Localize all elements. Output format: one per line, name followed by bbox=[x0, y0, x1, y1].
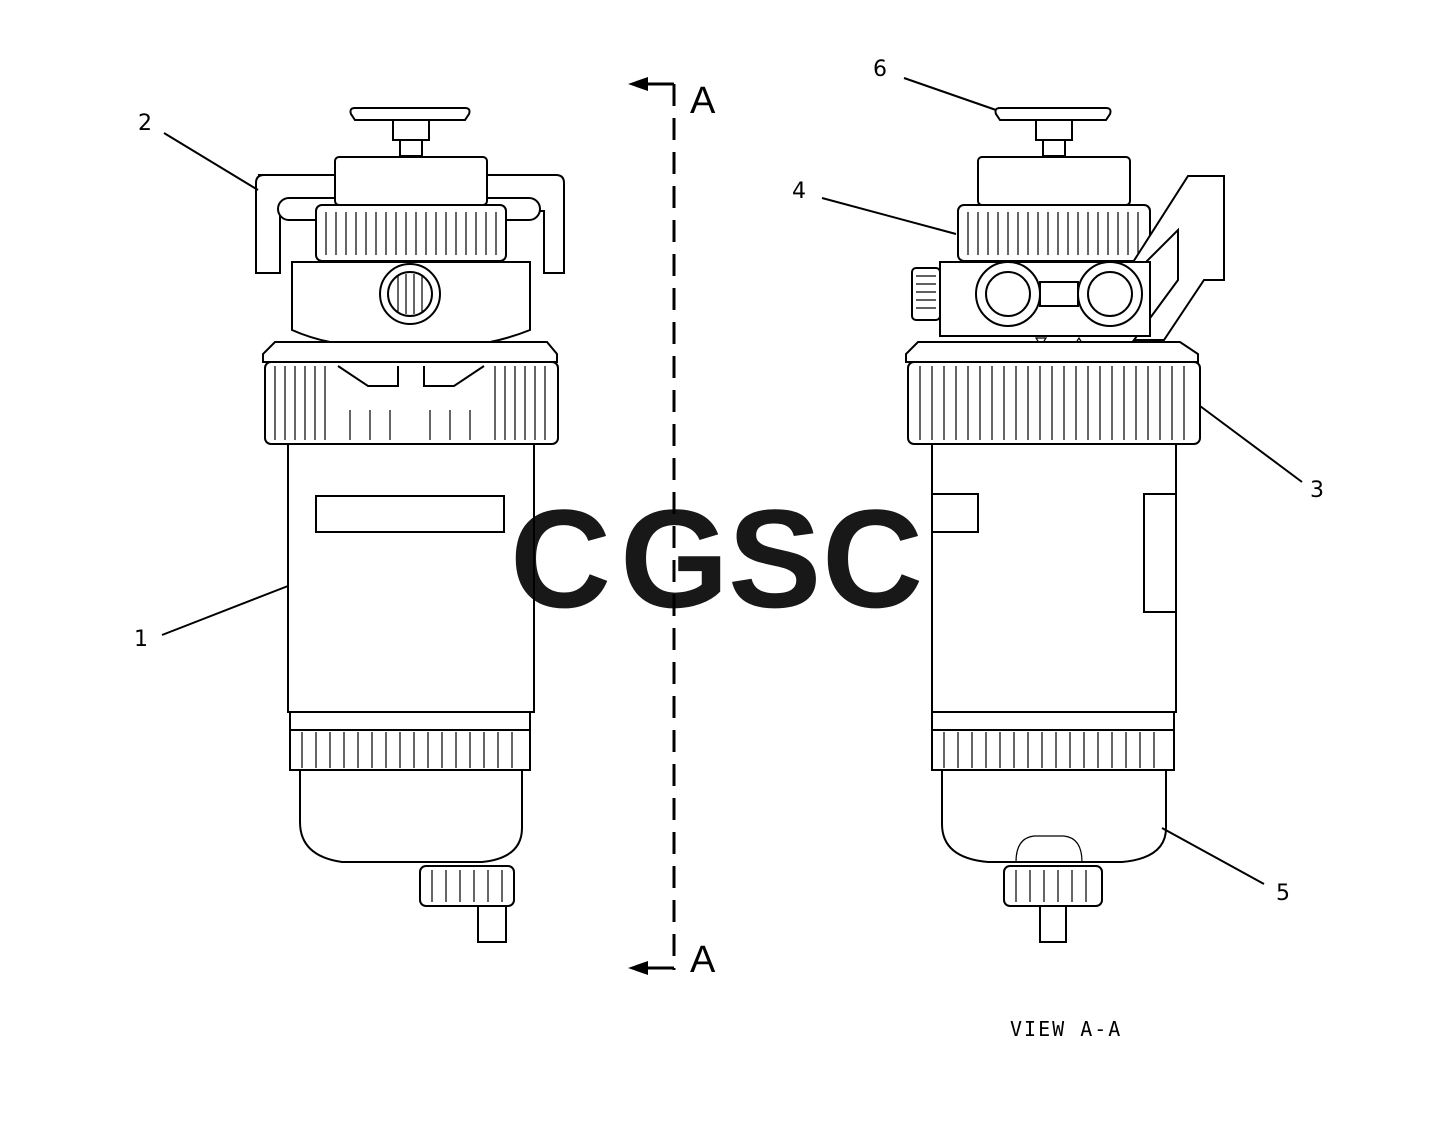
callout-4: 4 bbox=[792, 179, 806, 204]
callout-5: 5 bbox=[1276, 881, 1290, 906]
bowl-ring bbox=[289, 729, 531, 771]
drain-valve bbox=[419, 865, 515, 907]
watermark-letter-2: G bbox=[620, 480, 747, 637]
watermark-letter-4: C bbox=[822, 480, 941, 637]
view-label: VIEW A-A bbox=[1010, 1017, 1122, 1041]
filter-element-body bbox=[287, 443, 535, 713]
callouts: 1 2 3 4 5 6 bbox=[134, 57, 1324, 906]
callout-1: 1 bbox=[134, 627, 148, 652]
callout-6: 6 bbox=[873, 57, 887, 82]
callout-2: 2 bbox=[138, 111, 152, 136]
right-view-filter bbox=[905, 107, 1225, 943]
water-separator-bowl bbox=[299, 769, 523, 863]
section-letter-bottom: A bbox=[690, 939, 716, 981]
watermark-letter-1: C bbox=[510, 480, 629, 637]
section-letter-top: A bbox=[690, 80, 716, 122]
cgsc-watermark: C G S C bbox=[510, 480, 941, 637]
collar-ring bbox=[264, 361, 559, 445]
callout-3: 3 bbox=[1310, 478, 1324, 503]
left-view-filter bbox=[255, 107, 565, 943]
watermark-letter-3: S bbox=[728, 480, 839, 637]
bleed-knob-ring bbox=[315, 204, 507, 262]
section-line: A A bbox=[628, 77, 716, 981]
